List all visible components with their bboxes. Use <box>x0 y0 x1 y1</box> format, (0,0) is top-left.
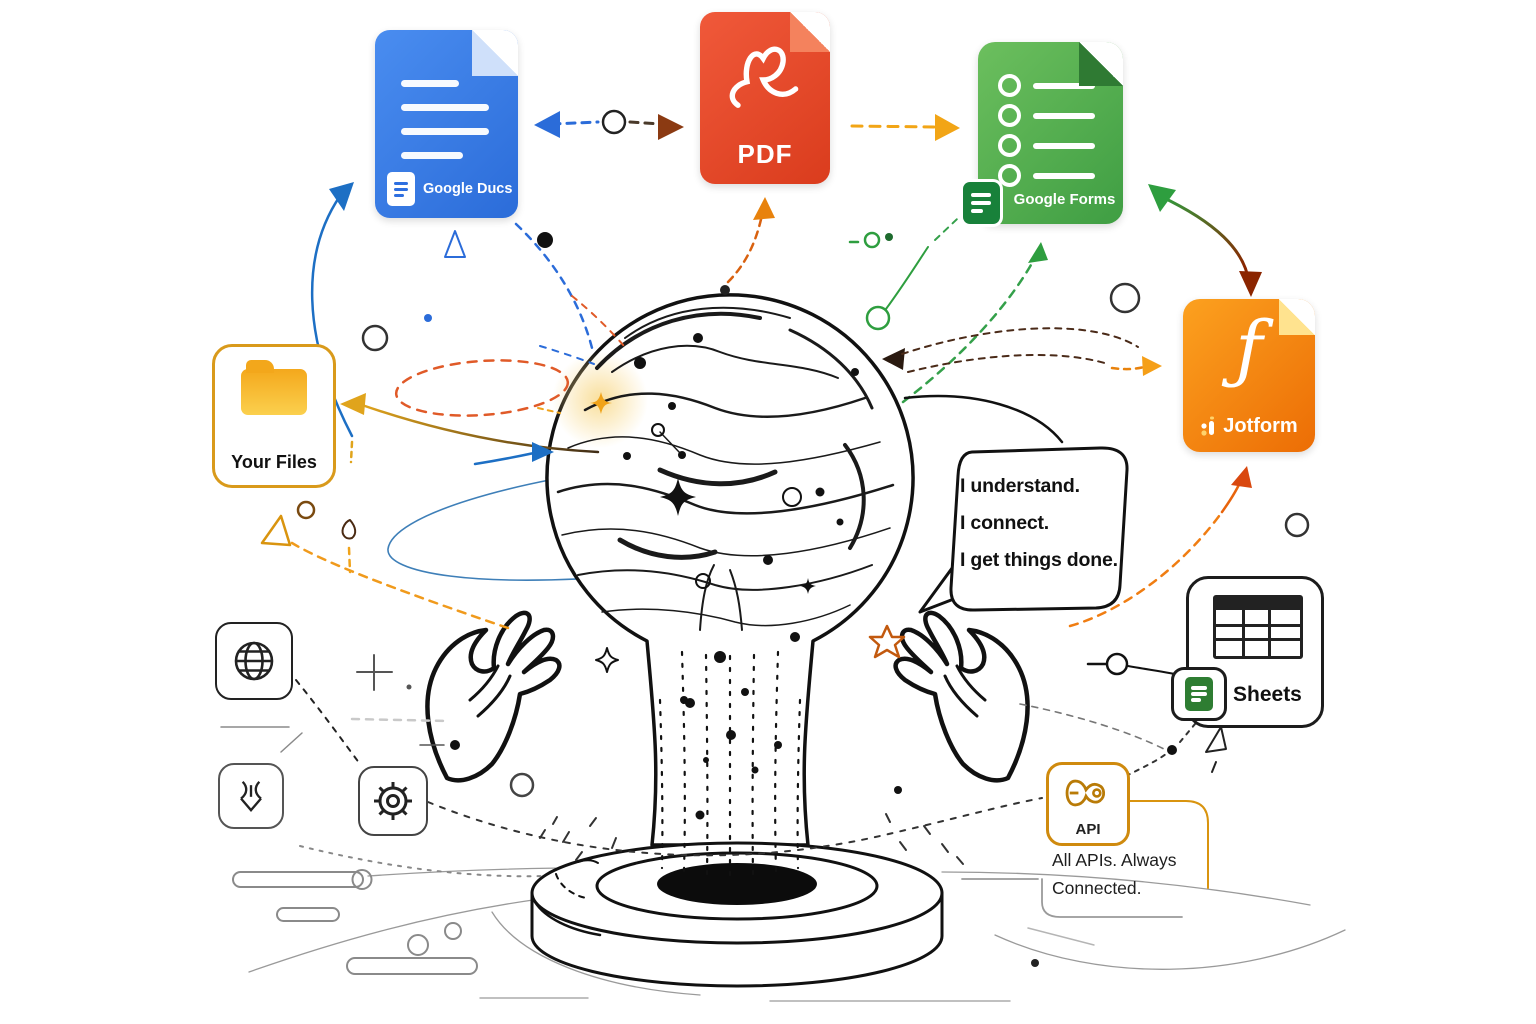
speech-line-2: I connect. <box>960 512 1050 534</box>
forms-doc-icon <box>963 182 1000 224</box>
text-line <box>401 80 459 87</box>
api-key-icon <box>1065 779 1106 807</box>
arrows <box>220 109 1310 946</box>
orbit-arc <box>387 463 656 581</box>
sparkle-outline-icon <box>595 647 619 673</box>
sheets-tab <box>1171 667 1227 721</box>
sheets-doc-icon <box>1185 677 1213 711</box>
web-card <box>215 622 293 700</box>
folded-corner-icon <box>1279 299 1315 335</box>
docs-doc-icon <box>387 172 415 206</box>
small-sparkle-icon <box>800 578 816 594</box>
radio-icon <box>998 74 1021 97</box>
dot <box>1031 959 1039 967</box>
download-icon <box>240 781 262 812</box>
gear-icon <box>374 782 412 820</box>
star-outline-icon <box>868 624 906 659</box>
google-forms-label: Google Forms <box>1013 191 1116 208</box>
speech-line-3: I get things done. <box>960 549 1118 571</box>
text-line <box>401 152 463 159</box>
sheets-card: Sheets <box>1171 576 1324 728</box>
data-streams <box>658 650 802 880</box>
your-files-card: Your Files <box>212 344 336 488</box>
google-docs-card: Google Ducs <box>375 30 518 218</box>
pdf-acrobat-icon <box>729 46 799 108</box>
right-hand <box>893 610 1030 783</box>
globe-icon <box>234 641 274 681</box>
pedestal-base <box>530 841 944 988</box>
folded-corner-icon <box>472 30 518 76</box>
left-hand <box>425 610 562 783</box>
speed-capsules <box>232 869 478 975</box>
text-line <box>401 104 489 111</box>
settings-card <box>358 766 428 836</box>
jotform-card: ƒ Jotform <box>1183 299 1315 452</box>
text-line <box>1033 112 1095 119</box>
text-line <box>1033 82 1095 89</box>
sheets-label: Sheets <box>1233 683 1302 706</box>
your-files-label: Your Files <box>231 452 317 472</box>
radio-icon <box>998 134 1021 157</box>
gold-sparkle-icon <box>590 392 612 414</box>
table-icon <box>1213 595 1303 659</box>
ground-lines <box>248 867 1346 1002</box>
speech-line-1: I understand. <box>960 475 1080 497</box>
google-forms-card: Google Forms <box>963 42 1123 224</box>
splash-ticks <box>539 813 964 865</box>
speech-bubble-shape <box>903 394 1129 614</box>
folded-corner-icon <box>790 12 830 52</box>
text-line <box>1033 172 1095 179</box>
import-card <box>218 763 284 829</box>
folder-icon <box>241 360 307 415</box>
api-tagline-line-2: Connected. <box>1052 878 1142 898</box>
brain-sphere <box>545 293 915 847</box>
radio-icon <box>998 104 1021 127</box>
folded-corner-icon <box>1079 42 1123 86</box>
stream-dots <box>680 688 782 820</box>
sparkle-icon <box>660 478 696 516</box>
google-docs-label: Google Ducs <box>423 181 513 197</box>
jotform-script-f-icon: ƒ <box>1235 306 1263 392</box>
api-tagline-line-1: All APIs. Always <box>1052 850 1177 870</box>
api-label: API <box>1075 821 1101 838</box>
pdf-label: PDF <box>737 139 793 169</box>
text-line <box>1033 142 1095 149</box>
text-line <box>401 128 489 135</box>
api-tagline: All APIs. Always Connected. <box>1052 846 1177 902</box>
jotform-label: Jotform <box>1223 415 1298 437</box>
radio-icon <box>998 164 1021 187</box>
api-card: API <box>1046 762 1130 846</box>
pdf-card: PDF <box>700 12 830 184</box>
jotform-mark-icon <box>1201 416 1215 436</box>
speech-bubble: I understand. I connect. I get things do… <box>960 468 1122 579</box>
